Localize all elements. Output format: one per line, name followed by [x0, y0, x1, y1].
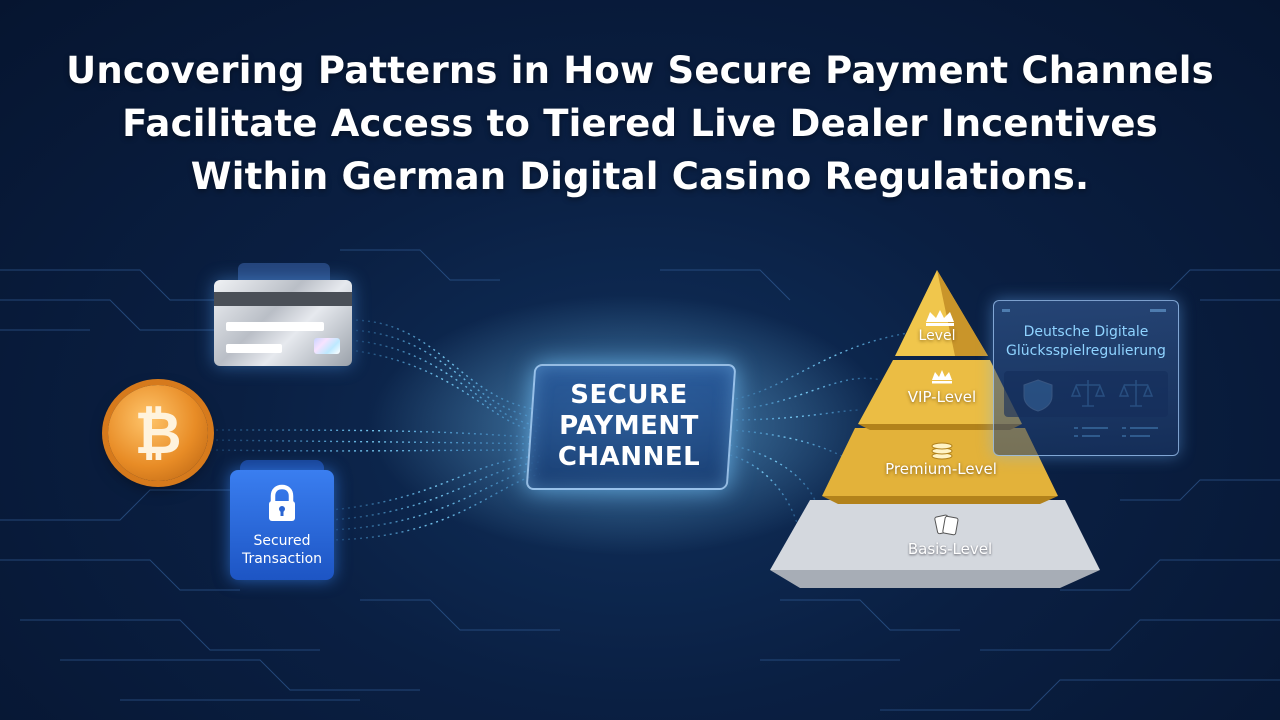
- tier-basis-side: [770, 570, 1100, 588]
- card-line: [226, 322, 324, 331]
- secured-transaction-label: Secured Transaction: [230, 532, 334, 568]
- credit-card-icon: [214, 280, 352, 366]
- tier-vip-front: [858, 360, 1022, 424]
- regulation-panel: Deutsche Digitale Glücksspielregulierung: [993, 300, 1179, 456]
- tier-label-vip: VIP-Level: [907, 388, 977, 406]
- tier-basis-front: [770, 500, 1100, 570]
- page-title: Uncovering Patterns in How Secure Paymen…: [40, 44, 1240, 203]
- playing-cards-icon: [934, 514, 959, 536]
- channel-line-3: CHANNEL: [557, 442, 701, 472]
- tier-top-shade: [937, 270, 988, 356]
- circuit-lines-right: [660, 269, 1280, 711]
- regulation-line-1: Deutsche Digitale: [1023, 324, 1149, 340]
- circuit-lines-left: [0, 249, 560, 701]
- bitcoin-icon: ₿: [108, 385, 208, 481]
- secure-payment-channel-label: SECURE PAYMENT CHANNEL: [530, 380, 728, 473]
- crown-icon: [932, 370, 952, 384]
- tier-vip-side: [858, 424, 1022, 430]
- tier-label-top: Level: [918, 328, 956, 344]
- regulation-icon-strip: [1004, 371, 1168, 417]
- channel-line-1: SECURE: [570, 380, 688, 410]
- title-line-1: Uncovering Patterns in How Secure Paymen…: [66, 49, 1214, 92]
- coins-icon: [931, 442, 953, 460]
- crown-icon: [926, 310, 954, 326]
- lock-line-2: Transaction: [241, 551, 323, 567]
- tier-premium-side: [822, 496, 1058, 504]
- tier-pyramid: [770, 270, 1100, 588]
- padlock-icon: [269, 484, 295, 521]
- secured-transaction-card: Secured Transaction: [230, 470, 334, 580]
- regulation-title: Deutsche Digitale Glücksspielregulierung: [994, 323, 1178, 361]
- title-line-2: Facilitate Access to Tiered Live Dealer …: [122, 102, 1158, 145]
- data-stream-left: [209, 319, 541, 541]
- title-line-3: Within German Digital Casino Regulations…: [190, 155, 1090, 198]
- channel-line-2: PAYMENT: [559, 411, 699, 441]
- tier-label-premium: Premium-Level: [885, 460, 997, 478]
- card-magnetic-stripe: [214, 292, 352, 306]
- card-hologram: [314, 338, 340, 354]
- bitcoin-symbol: ₿: [134, 399, 182, 467]
- tier-label-basis: Basis-Level: [907, 540, 993, 558]
- regulation-line-2: Glücksspielregulierung: [1006, 343, 1166, 359]
- card-line: [226, 344, 282, 353]
- lock-line-1: Secured: [253, 533, 311, 549]
